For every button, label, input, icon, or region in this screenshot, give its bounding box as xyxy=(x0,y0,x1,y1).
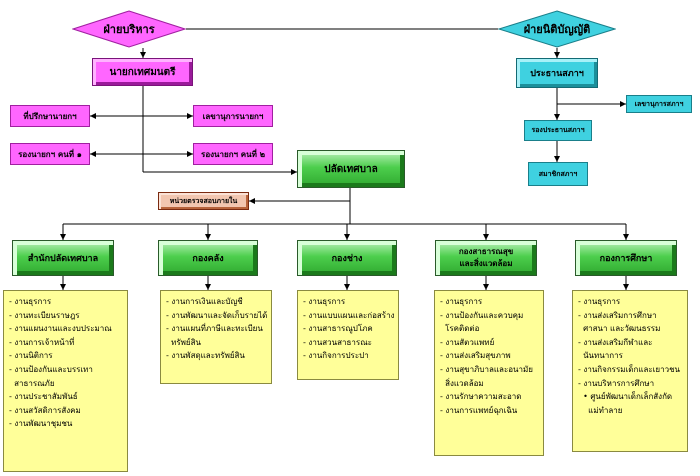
deputy-mayor-1-box: รองนายกฯ คนที่ ๑ xyxy=(10,143,90,165)
department-header-education: กองการศึกษา xyxy=(575,240,677,276)
list-item: นันทนาการ xyxy=(578,351,623,361)
list-item: - งานสวัสดิการสังคม xyxy=(9,405,81,415)
department-header-finance: กองคลัง xyxy=(158,240,258,276)
list-item: - งานส่งเสริมการศึกษา xyxy=(578,310,657,320)
list-item: - งานการเจ้าหน้าที่ xyxy=(9,337,75,347)
mayor-secretary-label: เลขานุการนายกฯ xyxy=(202,111,264,121)
list-item: - งานทะเบียนราษฎร xyxy=(9,310,80,320)
department-list-engineering: - งานธุรการ - งานแบบแผนและก่อสร้าง - งาน… xyxy=(297,290,399,380)
list-item: - งานนิติการ xyxy=(9,351,53,361)
council-president-box: ประธานสภาฯ xyxy=(516,58,598,88)
list-item: - งานธุรการ xyxy=(578,297,621,306)
deputy-mayor-1-label: รองนายกฯ คนที่ ๑ xyxy=(18,149,82,159)
list-item: - งานป้องกันและควบคุม xyxy=(440,310,524,320)
executive-branch-label: ฝ่ายบริหาร xyxy=(103,23,155,36)
list-item: - งานส่งเสริมสุขภาพ xyxy=(440,351,511,361)
list-item: - งานบริหารการศึกษา xyxy=(578,378,655,388)
list-item: - งานแบบแผนและก่อสร้าง xyxy=(303,310,395,320)
list-item: - งานแผนงานและงบประมาณ xyxy=(9,324,112,334)
list-item: - งานธุรการ xyxy=(9,297,52,306)
list-item: - งานพัสดุและทรัพย์สิน xyxy=(166,351,245,361)
mayor-box: นายกเทศมนตรี xyxy=(92,58,193,86)
council-secretary-label: เลขานุการสภาฯ xyxy=(634,99,684,108)
list-item: - งานกิจกรรมเด็กและเยาวชน xyxy=(578,364,680,374)
list-item: - งานพัฒนาชุมชน xyxy=(9,419,73,429)
department-name: กองการศึกษา xyxy=(599,254,653,264)
list-item: - งานการเงินและบัญชี xyxy=(166,297,243,306)
list-item: - งานสวนสาธารณะ xyxy=(303,337,372,347)
council-secretary-box: เลขานุการสภาฯ xyxy=(626,95,692,113)
list-item: - งานธุรการ xyxy=(303,297,346,306)
list-item: - งานกิจการประปา xyxy=(303,351,369,361)
list-item: โรคติดต่อ xyxy=(440,324,480,334)
executive-branch-diamond: ฝ่ายบริหาร xyxy=(72,10,186,48)
department-name: กองคลัง xyxy=(192,254,224,264)
council-president-label: ประธานสภาฯ xyxy=(530,69,584,79)
list-item: - งานแผนที่ภาษีและทะเบียน xyxy=(166,324,263,334)
list-item: แม่ทำลาย xyxy=(578,405,623,415)
list-item: - งานธุรการ xyxy=(440,297,483,306)
list-item: - งานป้องกันและบรรเทา xyxy=(9,364,93,374)
council-members-label: สมาชิกสภาฯ xyxy=(538,169,578,178)
council-vice-president-box: รองประธานสภาฯ xyxy=(524,120,592,141)
department-list-finance: - งานการเงินและบัญชี - งานพัฒนาและจัดเก็… xyxy=(160,290,272,384)
mayor-label: นายกเทศมนตรี xyxy=(109,66,176,78)
mayor-secretary-box: เลขานุการนายกฯ xyxy=(193,105,273,127)
department-list-public-health: - งานธุรการ - งานป้องกันและควบคุม โรคติด… xyxy=(434,290,544,456)
municipal-clerk-box: ปลัดเทศบาล xyxy=(297,150,405,188)
department-header-engineering: กองช่าง xyxy=(297,240,397,276)
list-item: - งานสัตวแพทย์ xyxy=(440,337,495,347)
list-item: - งานสาธารณูปโภค xyxy=(303,324,373,334)
deputy-mayor-2-box: รองนายกฯ คนที่ ๒ xyxy=(193,143,273,165)
internal-audit-box: หน่วยตรวจสอบภายใน xyxy=(158,192,249,210)
list-item: - งานสุขาภิบาลและอนามัย xyxy=(440,364,533,374)
list-item: สิ่งแวดล้อม xyxy=(440,378,484,388)
council-members-box: สมาชิกสภาฯ xyxy=(528,162,588,186)
council-vice-president-label: รองประธานสภาฯ xyxy=(531,126,585,134)
department-list-clerk-office: - งานธุรการ - งานทะเบียนราษฎร - งานแผนงา… xyxy=(3,290,128,472)
legislative-branch-diamond: ฝ่ายนิติบัญญัติ xyxy=(498,10,616,48)
legislative-branch-label: ฝ่ายนิติบัญญัติ xyxy=(523,23,591,36)
list-item: สาธารณภัย xyxy=(9,378,55,388)
list-item: - งานพัฒนาและจัดเก็บรายได้ xyxy=(166,310,268,320)
department-header-clerk-office: สำนักปลัดเทศบาล xyxy=(12,240,114,276)
department-list-education: - งานธุรการ - งานส่งเสริมการศึกษา ศาสนา … xyxy=(572,290,688,452)
department-name: กองช่าง xyxy=(331,254,363,264)
list-item: ศาสนา และวัฒนธรรม xyxy=(578,324,661,334)
municipal-clerk-label: ปลัดเทศบาล xyxy=(324,163,378,175)
deputy-mayor-2-label: รองนายกฯ คนที่ ๒ xyxy=(201,149,265,159)
department-header-public-health: กองสาธารณสุข และสิ่งแวดล้อม xyxy=(435,240,537,276)
advisor-label: ที่ปรึกษานายกฯ xyxy=(23,111,77,121)
list-item: - งานส่งเสริมกีฬาและ xyxy=(578,337,653,347)
department-name: กองสาธารณสุข และสิ่งแวดล้อม xyxy=(458,247,514,268)
department-name: สำนักปลัดเทศบาล xyxy=(27,254,99,264)
advisor-box: ที่ปรึกษานายกฯ xyxy=(10,105,90,127)
list-item: • ศูนย์พัฒนาเด็กเล็กสังกัด xyxy=(578,392,673,402)
list-item: ทรัพย์สิน xyxy=(166,337,201,347)
internal-audit-label: หน่วยตรวจสอบภายใน xyxy=(169,196,238,205)
list-item: - งานการแพทย์ฉุกเฉิน xyxy=(440,405,518,415)
list-item: - งานรักษาความสะอาด xyxy=(440,392,522,402)
list-item: - งานประชาสัมพันธ์ xyxy=(9,392,78,402)
